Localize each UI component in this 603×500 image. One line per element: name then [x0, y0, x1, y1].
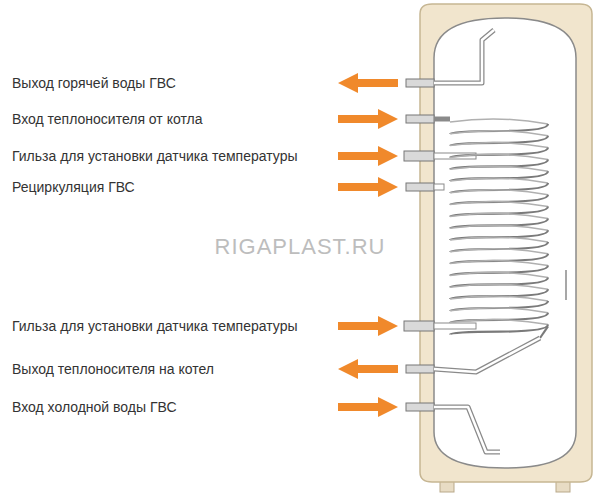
connection-label: Гильза для установки датчика температуры	[12, 318, 298, 334]
cold-water-pipe-inner	[434, 407, 500, 452]
insulation-housing	[420, 4, 592, 482]
coil-back	[450, 143, 548, 148]
connection-label: Гильза для установки датчика температуры	[12, 148, 298, 164]
coil-back	[450, 296, 548, 301]
pipe-fittings	[404, 79, 434, 411]
coil-back	[450, 261, 548, 266]
coil-back	[450, 320, 548, 325]
arrow-in	[338, 146, 398, 166]
sensor-sleeve	[434, 323, 476, 329]
connection-label: Рециркуляция ГВС	[12, 179, 135, 195]
coil-back	[450, 308, 548, 313]
watermark: RIGAPLAST.RU	[215, 235, 386, 259]
coil-back	[450, 166, 548, 171]
coil-outlet-inner	[434, 338, 540, 372]
hot-water-pipe-inner	[434, 30, 494, 83]
coil-back	[450, 284, 548, 289]
coil-front	[450, 325, 548, 335]
coil-outlet	[434, 338, 540, 372]
connection-label: Вход теплоносителя от котла	[12, 111, 202, 127]
coil-back	[450, 202, 548, 207]
cold-water-pipe	[434, 407, 500, 452]
side-element	[565, 270, 567, 300]
arrow-in	[338, 316, 398, 336]
arrow-out	[338, 73, 398, 93]
arrow-in	[338, 397, 398, 417]
coil-back	[450, 272, 548, 277]
arrow-in	[338, 109, 398, 129]
coil-back	[450, 119, 548, 124]
coil-back	[450, 237, 548, 242]
coil-back	[450, 213, 548, 218]
heating-coil	[450, 119, 548, 338]
coil-back	[450, 225, 548, 230]
coil-back	[450, 178, 548, 183]
arrow-out	[338, 359, 398, 379]
connection-label: Вход холодной воды ГВС	[12, 399, 177, 415]
coil-inlet	[434, 117, 450, 122]
coil-back	[450, 154, 548, 159]
connection-label: Выход теплоносителя на котел	[12, 361, 214, 377]
arrow-in	[338, 177, 398, 197]
connection-label: Выход горячей воды ГВС	[12, 75, 176, 91]
coil-end	[540, 326, 548, 338]
coil-back	[450, 249, 548, 254]
coil-back	[450, 190, 548, 195]
recirculation-stub	[434, 184, 444, 190]
coil-back	[450, 131, 548, 136]
inner-tank	[434, 18, 576, 468]
hot-water-pipe	[434, 30, 494, 83]
